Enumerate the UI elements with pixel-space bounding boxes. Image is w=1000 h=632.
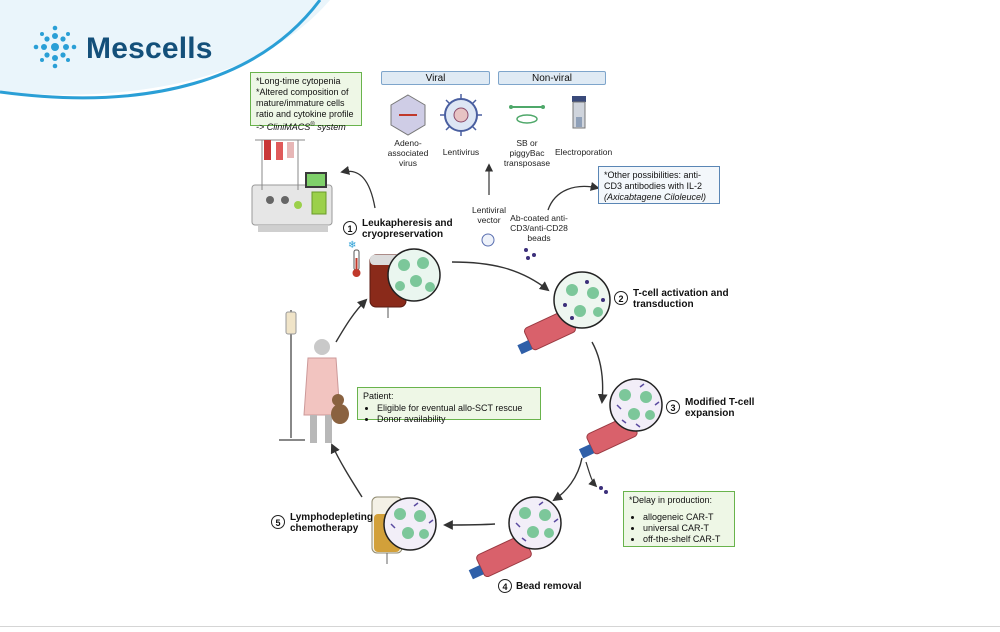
arrow-step1-to-step2 bbox=[451, 261, 550, 292]
arrow-leukapheresis-to-machine bbox=[340, 165, 376, 209]
delay-box: *Delay in production: allogeneic CAR-T u… bbox=[623, 491, 735, 547]
mescells-logo-icon bbox=[33, 25, 77, 69]
step-label-4: Bead removal bbox=[516, 581, 582, 592]
delay-box-title: *Delay in production: bbox=[629, 495, 713, 505]
arrow-to-other-possibilities bbox=[547, 182, 600, 211]
lentivirus-icon bbox=[440, 94, 482, 136]
step-number-3: 3 bbox=[666, 400, 680, 414]
step-number-4: 4 bbox=[498, 579, 512, 593]
other-line: *Other possibilities: anti- bbox=[604, 170, 702, 180]
snowflake-icon: ❄ bbox=[348, 240, 356, 251]
delay-box-item: off-the-shelf CAR-T bbox=[643, 534, 729, 545]
non-viral-header: Non-viral bbox=[498, 71, 606, 85]
delay-box-item: allogeneic CAR-T bbox=[643, 512, 729, 523]
arrow-step4-to-step5 bbox=[443, 520, 496, 530]
step-label-3: Modified T-cell expansion bbox=[685, 397, 755, 419]
footer-divider bbox=[0, 626, 1000, 627]
vector-label-lentivirus: Lentivirus bbox=[442, 147, 480, 157]
arrow-patient-to-step1 bbox=[335, 298, 368, 343]
other-possibilities-box: *Other possibilities: anti- CD3 antibodi… bbox=[598, 166, 720, 204]
arrow-step3-to-step4 bbox=[552, 457, 583, 502]
vector-label-electroporation: Electroporation bbox=[555, 147, 613, 157]
cytopenia-note-box: *Long-time cytopenia *Altered compositio… bbox=[250, 72, 362, 132]
brand-name: Mescells bbox=[86, 32, 213, 65]
cells-magnified-step4 bbox=[508, 496, 562, 550]
corner-swoosh-line bbox=[0, 0, 322, 100]
lentiviral-vector-icon bbox=[481, 233, 495, 247]
beads-icon bbox=[524, 248, 536, 260]
patient-box: Patient: Eligible for eventual allo-SCT … bbox=[357, 387, 541, 424]
teddy-bear-icon bbox=[331, 394, 349, 424]
arrow-step5-to-patient bbox=[330, 443, 363, 498]
cells-magnified-step1 bbox=[387, 248, 441, 302]
note-line: mature/immature cells bbox=[256, 98, 345, 108]
transposase-icon bbox=[509, 105, 545, 124]
patient-box-item: Donor availability bbox=[377, 414, 535, 425]
beads-label: Ab-coated anti- CD3/anti-CD28 beads bbox=[510, 213, 568, 243]
delay-box-item: universal CAR-T bbox=[643, 523, 729, 534]
corner-swoosh bbox=[0, 0, 330, 95]
other-line: (Axicabtagene Ciloleucel) bbox=[604, 192, 707, 202]
step-number-2: 2 bbox=[614, 291, 628, 305]
step-number-5: 5 bbox=[271, 515, 285, 529]
cells-magnified-step2 bbox=[553, 271, 611, 329]
clinimacs-line: -> CliniMACS® system bbox=[256, 122, 346, 132]
note-line: ratio and cytokine profile bbox=[256, 109, 354, 119]
cells-magnified-step5 bbox=[383, 497, 437, 551]
patient-icon bbox=[279, 310, 341, 443]
arrow-to-beads-removed bbox=[585, 461, 598, 488]
clinimacs-machine-icon bbox=[251, 139, 333, 232]
thermometer-icon bbox=[352, 249, 361, 277]
step-label-5: Lymphodepleting chemotherapy bbox=[290, 512, 373, 534]
viral-header: Viral bbox=[381, 71, 490, 85]
lentiviral-vector-label: Lentiviral vector bbox=[471, 205, 507, 225]
note-line: *Altered composition of bbox=[256, 87, 349, 97]
step-number-1: 1 bbox=[343, 221, 357, 235]
electroporation-cuvette-icon bbox=[572, 96, 586, 129]
step-label-2: T-cell activation and transduction bbox=[633, 288, 729, 310]
aav-capsid-icon bbox=[390, 94, 426, 136]
vector-label-transposase: SB or piggyBac transposase bbox=[503, 138, 551, 168]
arrow-step2-to-step3 bbox=[591, 341, 608, 404]
note-line: *Long-time cytopenia bbox=[256, 76, 341, 86]
other-line: CD3 antibodies with IL-2 bbox=[604, 181, 703, 191]
removed-beads-icon bbox=[599, 486, 608, 494]
vector-label-aav: Adeno- associated virus bbox=[387, 138, 429, 168]
patient-box-title: Patient: bbox=[363, 391, 394, 401]
step-label-1: Leukapheresis and cryopreservation bbox=[362, 218, 453, 240]
patient-box-item: Eligible for eventual allo-SCT rescue bbox=[377, 403, 535, 414]
cells-magnified-step3 bbox=[609, 378, 663, 432]
